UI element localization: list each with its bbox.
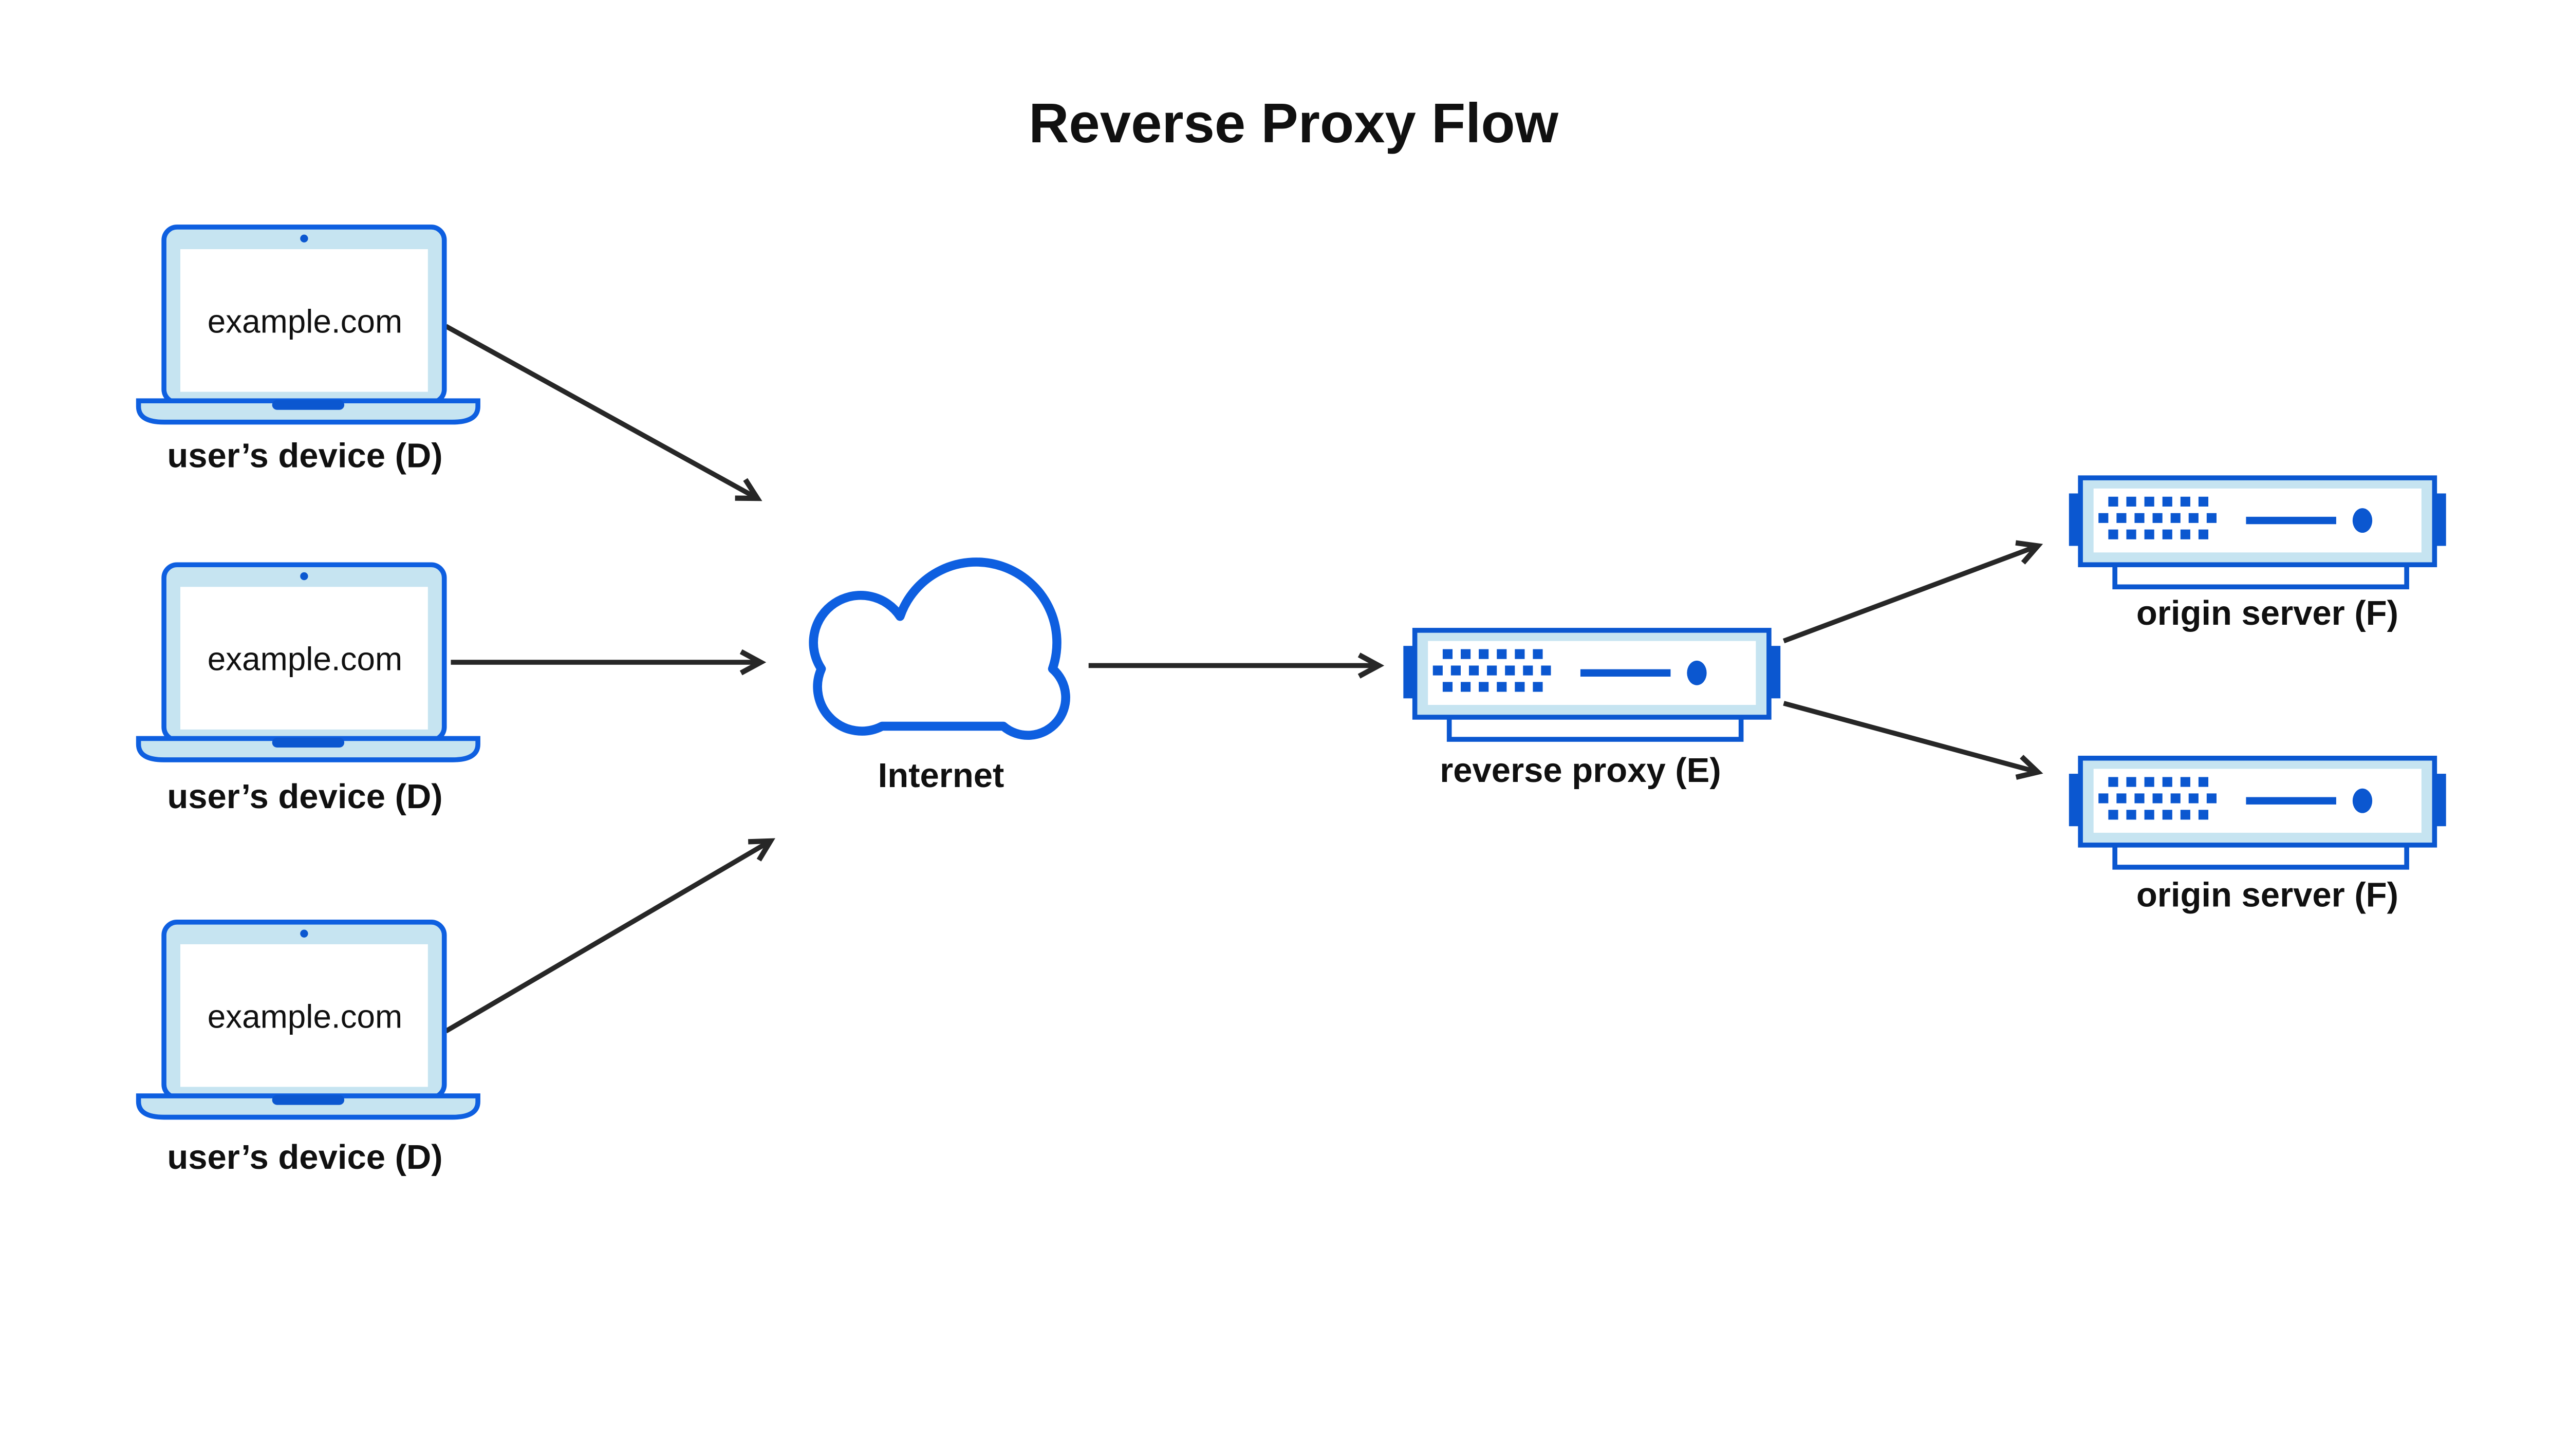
arrow-proxy-to-origin2 xyxy=(1783,701,2043,780)
page-title: Reverse Proxy Flow xyxy=(1029,92,1559,154)
diagram-stage: Reverse Proxy Flow example.com user’s de… xyxy=(136,91,2450,1177)
reverse-proxy-label: reverse proxy (E) xyxy=(1440,751,1721,790)
node-origin-server-2: origin server (F) xyxy=(2069,758,2446,914)
server-icon xyxy=(1403,630,1780,739)
diagram-canvas: Reverse Proxy Flow example.com user’s de… xyxy=(136,91,2450,1177)
internet-label: Internet xyxy=(878,756,1004,795)
node-user-device-1: example.com user’s device (D) xyxy=(139,227,478,475)
device-screen-text: example.com xyxy=(208,303,402,340)
cloud-icon xyxy=(809,557,1070,740)
node-reverse-proxy: reverse proxy (E) xyxy=(1403,630,1780,790)
arrow-device1-to-internet xyxy=(444,324,762,501)
server-icon xyxy=(2069,758,2446,867)
arrow-device3-to-internet xyxy=(444,838,775,1034)
arrow-proxy-to-origin1 xyxy=(1782,540,2043,644)
flow-arrows xyxy=(444,324,2043,1034)
device-label: user’s device (D) xyxy=(167,1138,442,1177)
device-label: user’s device (D) xyxy=(167,437,442,475)
node-user-device-2: example.com user’s device (D) xyxy=(139,565,478,816)
server-icon xyxy=(2069,478,2446,587)
device-screen-text: example.com xyxy=(208,998,402,1035)
node-internet: Internet xyxy=(809,557,1070,795)
node-origin-server-1: origin server (F) xyxy=(2069,478,2446,632)
device-screen-text: example.com xyxy=(208,641,402,678)
device-label: user’s device (D) xyxy=(167,777,442,816)
node-user-device-3: example.com user’s device (D) xyxy=(139,922,478,1177)
origin-server-label: origin server (F) xyxy=(2136,594,2398,632)
origin-server-label: origin server (F) xyxy=(2136,876,2398,914)
